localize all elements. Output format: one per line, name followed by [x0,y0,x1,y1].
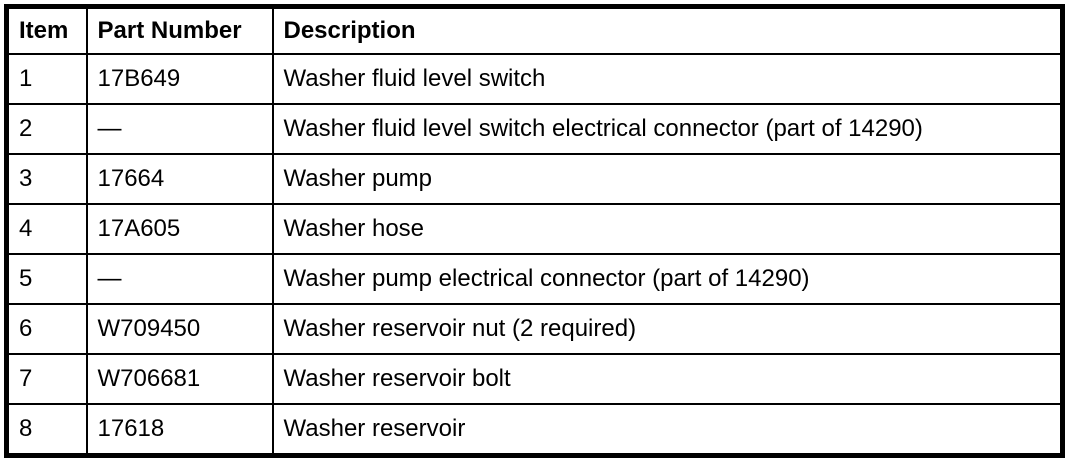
cell-item: 2 [5,103,88,155]
table-row: 7 W706681 Washer reservoir bolt [5,353,1064,405]
cell-description: Washer pump [271,153,1064,205]
cell-item: 7 [5,353,88,405]
cell-description: Washer pump electrical connector (part o… [271,253,1064,305]
cell-part-number: W706681 [85,353,274,405]
table-row: 2 — Washer fluid level switch electrical… [5,103,1064,155]
column-header-item: Item [5,5,88,55]
cell-item: 5 [5,253,88,305]
table-row: 5 — Washer pump electrical connector (pa… [5,253,1064,305]
cell-item: 8 [5,403,88,457]
table-row: 1 17B649 Washer fluid level switch [5,53,1064,105]
cell-item: 3 [5,153,88,205]
parts-table-header: Item Part Number Description [5,5,1064,55]
table-row: 3 17664 Washer pump [5,153,1064,205]
cell-description: Washer reservoir bolt [271,353,1064,405]
header-row: Item Part Number Description [5,5,1064,55]
cell-part-number: W709450 [85,303,274,355]
cell-part-number: 17664 [85,153,274,205]
column-header-part-number: Part Number [85,5,274,55]
cell-description: Washer fluid level switch electrical con… [271,103,1064,155]
cell-description: Washer reservoir nut (2 required) [271,303,1064,355]
parts-table-body: 1 17B649 Washer fluid level switch 2 — W… [5,53,1064,457]
cell-item: 6 [5,303,88,355]
cell-part-number: — [85,103,274,155]
table-row: 8 17618 Washer reservoir [5,403,1064,457]
cell-part-number: 17618 [85,403,274,457]
cell-part-number: 17B649 [85,53,274,105]
cell-part-number: 17A605 [85,203,274,255]
cell-item: 4 [5,203,88,255]
cell-description: Washer fluid level switch [271,53,1064,105]
parts-table: Item Part Number Description 1 17B649 Wa… [4,4,1065,458]
column-header-description: Description [271,5,1064,55]
table-row: 4 17A605 Washer hose [5,203,1064,255]
cell-description: Washer hose [271,203,1064,255]
cell-part-number: — [85,253,274,305]
cell-description: Washer reservoir [271,403,1064,457]
cell-item: 1 [5,53,88,105]
parts-table-page: Item Part Number Description 1 17B649 Wa… [4,4,1065,458]
table-row: 6 W709450 Washer reservoir nut (2 requir… [5,303,1064,355]
